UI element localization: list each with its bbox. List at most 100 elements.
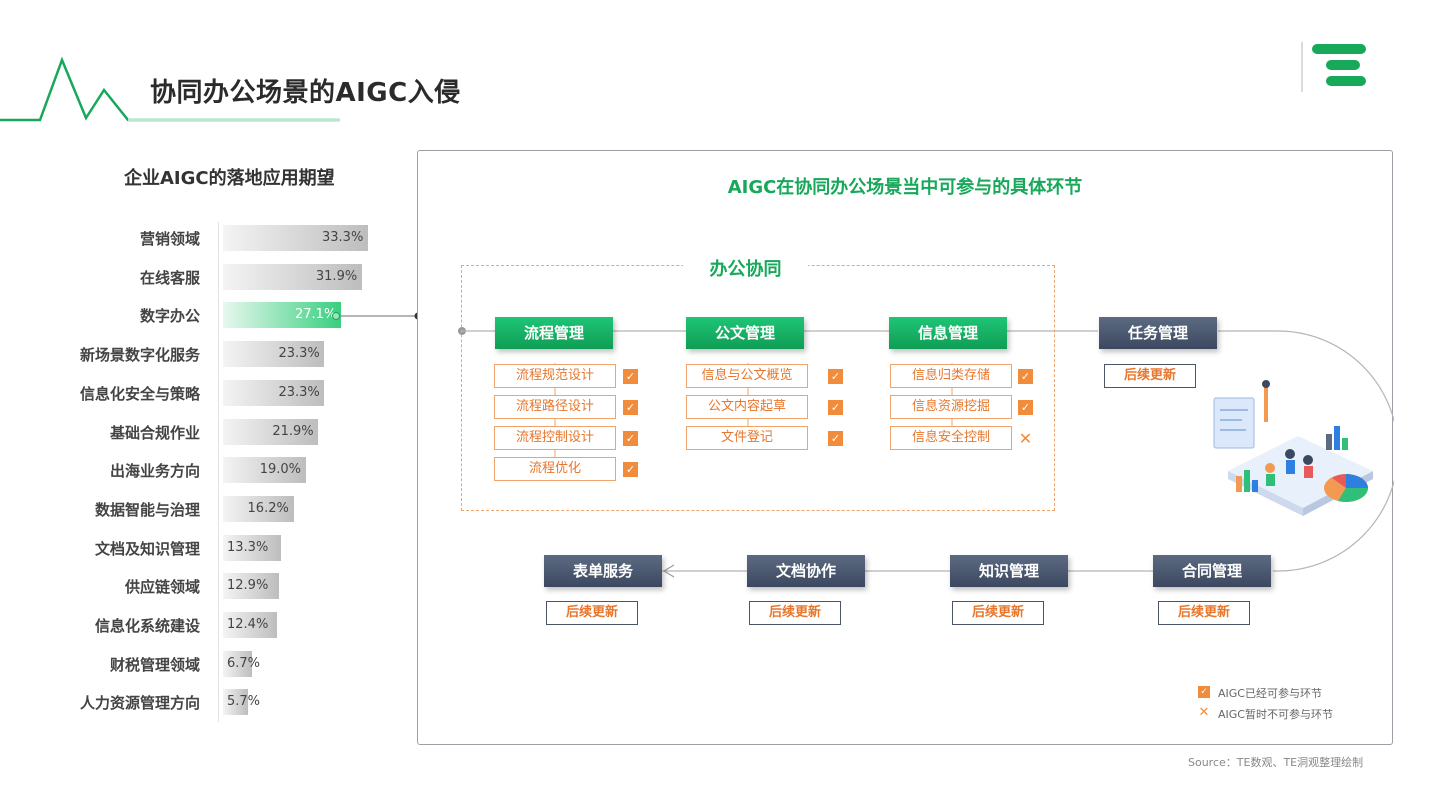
bar-value-label: 5.7% (227, 694, 261, 710)
check-icon: ✓ (1018, 369, 1033, 384)
bar-category-label: 出海业务方向 (109, 462, 200, 481)
later-update-badge: 后续更新 (1104, 364, 1196, 388)
highlight-connector (332, 312, 422, 320)
module-item: 信息安全控制 (890, 426, 1012, 450)
check-icon: ✓ (828, 431, 843, 446)
bar-chart-title: 企业AIGC的落地应用期望 (124, 168, 335, 189)
bar (223, 457, 306, 484)
module-document-collaboration: 文档协作 (747, 555, 865, 587)
bar-row: 供应链领域 12.9% (40, 573, 380, 600)
bar-category-label: 数字办公 (139, 307, 200, 326)
module-item: 流程优化 (494, 457, 616, 481)
module-item: 信息资源挖掘 (890, 395, 1012, 419)
module-item: 流程路径设计 (494, 395, 616, 419)
check-icon: ✓ (1018, 400, 1033, 415)
bar-value-label: 19.0% (259, 462, 302, 478)
bar (223, 534, 281, 561)
bar-row: 财税管理领域 6.7% (40, 650, 380, 677)
bar-row: 数字办公 27.1% (40, 302, 380, 329)
cross-icon: ✕ (1018, 429, 1033, 448)
check-icon: ✓ (828, 400, 843, 415)
bar-value-label: 16.2% (247, 500, 289, 516)
bar-category-label: 财税管理领域 (109, 655, 200, 674)
check-icon: ✓ (623, 462, 638, 477)
check-icon: ✓ (828, 369, 843, 384)
bar-value-label: 23.3% (278, 384, 320, 400)
bar-value-label: 27.1% (295, 307, 337, 323)
office-illustration-icon (1213, 380, 1373, 516)
brand-logo-icon (1301, 42, 1366, 92)
check-icon: ✓ (623, 369, 638, 384)
bar-value-label: 23.3% (278, 346, 320, 362)
office-group-label: 办公协同 (683, 255, 808, 281)
bar-category-label: 供应链领域 (124, 578, 200, 597)
bar-category-label: 文档及知识管理 (94, 539, 200, 558)
bar-value-label: 21.9% (272, 423, 314, 439)
source-note: Source：TE数观、TE洞观整理绘制 (1188, 756, 1364, 769)
header-pulse-line (0, 56, 340, 122)
bar-category-label: 信息化系统建设 (94, 617, 200, 635)
module-item: 流程规范设计 (494, 364, 616, 388)
bar-row: 出海业务方向 19.0% (40, 457, 380, 484)
bar-row: 文档及知识管理 13.3% (40, 534, 380, 561)
module-process-management: 流程管理 (495, 317, 613, 349)
bar-chart-axis (218, 222, 219, 722)
bar-category-label: 营销领域 (139, 230, 200, 248)
bar (223, 573, 280, 600)
module-item: 文件登记 (686, 426, 808, 450)
bar (223, 612, 277, 638)
bar-category-label: 基础合规作业 (109, 423, 200, 442)
bar-value-label: 6.7% (227, 655, 261, 671)
bar-value-label: 13.3% (227, 539, 269, 555)
module-item: 信息与公文概览 (686, 364, 808, 388)
later-update-badge: 后续更新 (749, 601, 841, 625)
module-task-management: 任务管理 (1099, 317, 1217, 349)
module-document-management: 公文管理 (686, 317, 804, 349)
bar (223, 495, 294, 522)
bar-category-label: 信息化安全与策略 (79, 384, 200, 403)
module-knowledge-management: 知识管理 (950, 555, 1068, 587)
bar (223, 379, 325, 406)
bar-row: 在线客服 31.9% (40, 263, 380, 290)
module-information-management: 信息管理 (889, 317, 1007, 349)
legend-check-icon: ✓ (1198, 686, 1210, 698)
bar-row: 数据智能与治理 16.2% (40, 495, 380, 522)
bar-value-label: 31.9% (315, 268, 358, 284)
aigc-participation-panel: AIGC在协同办公场景当中可参与的具体环节 办公协同 流程管理 流程规范设计 ✓… (417, 150, 1394, 745)
bar-row: 营销领域 33.3% (40, 225, 380, 251)
bar-row: 信息化安全与策略 23.3% (40, 379, 380, 406)
bar (223, 302, 341, 329)
module-item: 信息归类存储 (890, 364, 1012, 388)
bar (223, 341, 325, 368)
bar-row: 人力资源管理方向 5.7% (40, 689, 380, 716)
module-item: 公文内容起草 (686, 395, 808, 419)
bar-category-label: 新场景数字化服务 (79, 346, 200, 365)
bar-category-label: 在线客服 (139, 268, 200, 287)
bar (223, 263, 362, 290)
page-title: 协同办公场景的AIGC入侵 (150, 78, 461, 108)
later-update-badge: 后续更新 (546, 601, 638, 625)
bar-value-label: 12.4% (227, 617, 269, 632)
bar (223, 650, 253, 677)
bar-category-label: 人力资源管理方向 (79, 694, 200, 713)
module-item: 流程控制设计 (494, 426, 616, 450)
module-form-service: 表单服务 (544, 555, 662, 587)
bar-value-label: 33.3% (322, 230, 364, 245)
bar-row: 基础合规作业 21.9% (40, 418, 380, 445)
panel-title: AIGC在协同办公场景当中可参与的具体环节 (727, 177, 1083, 198)
bar (223, 225, 368, 251)
bar (223, 689, 248, 716)
module-contract-management: 合同管理 (1153, 555, 1271, 587)
bar-category-label: 数据智能与治理 (94, 500, 200, 519)
later-update-badge: 后续更新 (1158, 601, 1250, 625)
check-icon: ✓ (623, 400, 638, 415)
bar-row: 信息化系统建设 12.4% (40, 612, 380, 638)
bar-row: 新场景数字化服务 23.3% (40, 341, 380, 368)
legend-cross-icon: ✕ (1198, 705, 1210, 720)
legend-check-label: AIGC已经可参与环节 (1218, 687, 1322, 700)
bar-value-label: 12.9% (227, 578, 269, 594)
bar (223, 418, 319, 445)
later-update-badge: 后续更新 (952, 601, 1044, 625)
legend-cross-label: AIGC暂时不可参与环节 (1218, 708, 1333, 721)
check-icon: ✓ (623, 431, 638, 446)
